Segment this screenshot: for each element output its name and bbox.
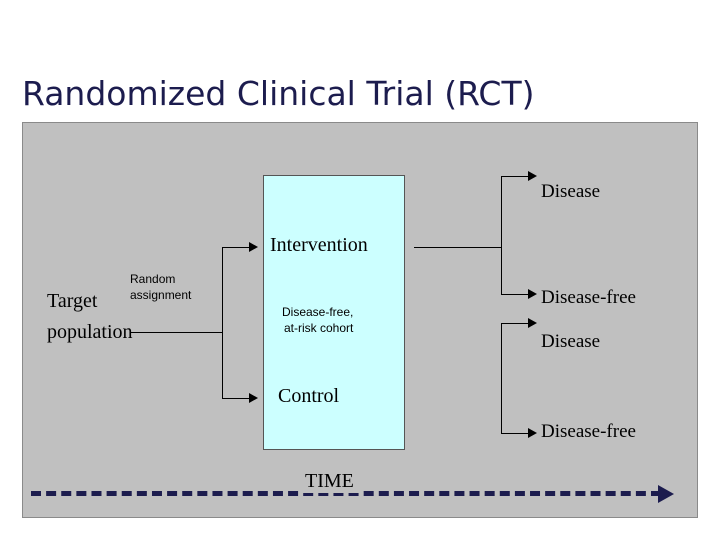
- cohort-box-label-line1: Disease-free,: [282, 305, 354, 319]
- arm-label-control: Control: [278, 385, 340, 407]
- outcome-label-2: Disease-free: [541, 287, 636, 308]
- connector-outcome-4: [501, 433, 529, 434]
- connector-intervention-riser: [501, 176, 502, 295]
- connector-intervention-stem: [414, 247, 502, 248]
- connector-population-stem: [130, 332, 223, 333]
- diagram-canvas: Disease-free, at-risk cohort Target popu…: [22, 122, 698, 518]
- outcome-label-1: Disease: [541, 181, 601, 202]
- arrow-control: [249, 393, 258, 403]
- connector-control-riser: [501, 323, 502, 434]
- arrow-outcome-2: [528, 289, 537, 299]
- arrow-outcome-1: [528, 171, 537, 181]
- target-population-line1: Target: [47, 290, 98, 312]
- time-label: TIME: [300, 470, 359, 493]
- time-axis-line: [31, 491, 661, 501]
- target-population-line2: population: [47, 321, 133, 343]
- connector-split-riser: [222, 247, 223, 398]
- connector-branch-intervention: [222, 247, 250, 248]
- arrow-outcome-4: [528, 428, 537, 438]
- connector-outcome-1: [501, 176, 529, 177]
- arm-label-intervention: Intervention: [270, 234, 368, 256]
- random-assignment-line1: Random: [130, 272, 176, 286]
- connector-branch-control: [222, 398, 250, 399]
- arrow-outcome-3: [528, 318, 537, 328]
- time-axis-arrowhead: [658, 485, 674, 503]
- random-assignment-line2: assignment: [130, 288, 192, 302]
- page-title: Randomized Clinical Trial (RCT): [22, 74, 535, 113]
- cohort-box-label-line2: at-risk cohort: [284, 321, 354, 335]
- connector-outcome-3: [501, 323, 529, 324]
- outcome-label-3: Disease: [541, 331, 601, 352]
- connector-outcome-2: [501, 294, 529, 295]
- cohort-box: [263, 175, 405, 450]
- arrow-intervention: [249, 242, 258, 252]
- outcome-label-4: Disease-free: [541, 421, 636, 442]
